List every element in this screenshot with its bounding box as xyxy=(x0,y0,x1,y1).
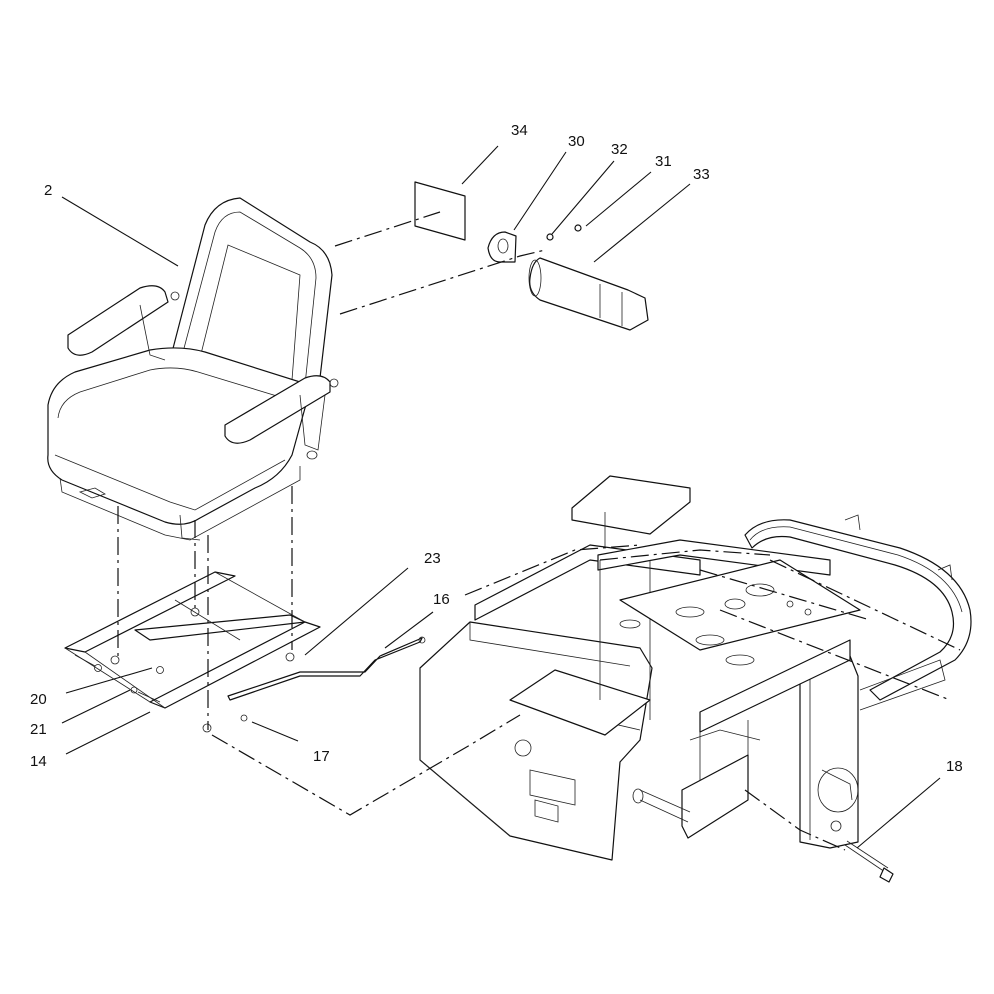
callout-2: 2 xyxy=(44,182,52,199)
callout-21: 21 xyxy=(30,721,47,738)
callout-labels: 2 34 30 32 31 33 23 16 20 21 14 17 18 xyxy=(30,122,963,775)
leader-lines xyxy=(61,145,941,849)
seat-mounting-plate xyxy=(64,571,321,733)
callout-17: 17 xyxy=(313,748,330,765)
manual-tube xyxy=(528,257,649,331)
callout-30: 30 xyxy=(568,133,585,150)
bracket xyxy=(487,231,517,263)
callout-20: 20 xyxy=(30,691,47,708)
washer xyxy=(546,233,554,241)
callout-16: 16 xyxy=(433,591,450,608)
hardware-bolts xyxy=(74,654,164,703)
callout-34: 34 xyxy=(511,122,528,139)
callout-14: 14 xyxy=(30,753,47,770)
callout-23: 23 xyxy=(424,550,441,567)
screw xyxy=(574,224,582,232)
decal xyxy=(414,181,466,241)
linkage-rod xyxy=(227,636,426,722)
assembly-lines xyxy=(117,211,961,851)
callout-31: 31 xyxy=(655,153,672,170)
pin xyxy=(844,840,894,883)
callout-32: 32 xyxy=(611,141,628,158)
seat-assembly xyxy=(47,197,339,541)
callout-18: 18 xyxy=(946,758,963,775)
callout-33: 33 xyxy=(693,166,710,183)
frame-assembly xyxy=(419,475,972,861)
